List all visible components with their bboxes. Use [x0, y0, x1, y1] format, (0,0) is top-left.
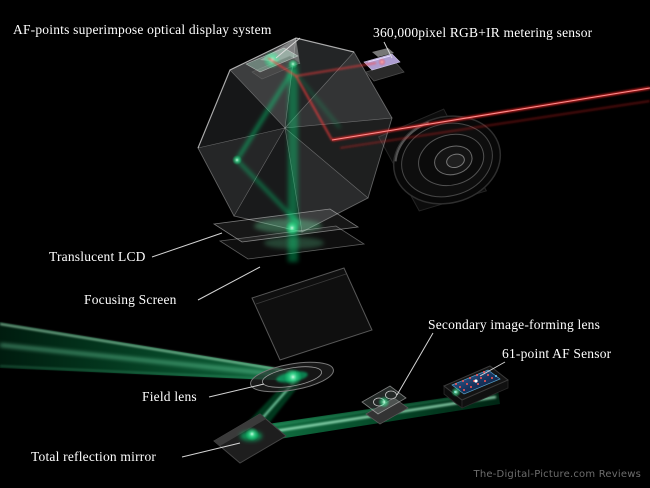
red-metering-beam [267, 57, 650, 149]
green-glow-highlights [232, 59, 461, 441]
label-secondary-lens: Secondary image-forming lens [428, 317, 601, 332]
label-metering-sensor: 360,000pixel RGB+IR metering sensor [373, 25, 593, 40]
viewfinder-lens-barrel [377, 108, 502, 212]
label-af-sensor: 61-point AF Sensor [502, 346, 612, 361]
label-focusing-screen: Focusing Screen [84, 292, 177, 307]
glass-plate [251, 267, 373, 361]
label-af-display: AF-points superimpose optical display sy… [13, 22, 272, 37]
label-connector-lines [151, 37, 506, 458]
viewfinder-light-beams [235, 64, 341, 368]
label-total-reflection-mirror: Total reflection mirror [31, 449, 157, 464]
watermark-text: The-Digital-Picture.com Reviews [473, 469, 641, 480]
incoming-green-beam [0, 322, 296, 381]
label-translucent-lcd: Translucent LCD [49, 249, 146, 264]
label-field-lens: Field lens [142, 389, 197, 404]
